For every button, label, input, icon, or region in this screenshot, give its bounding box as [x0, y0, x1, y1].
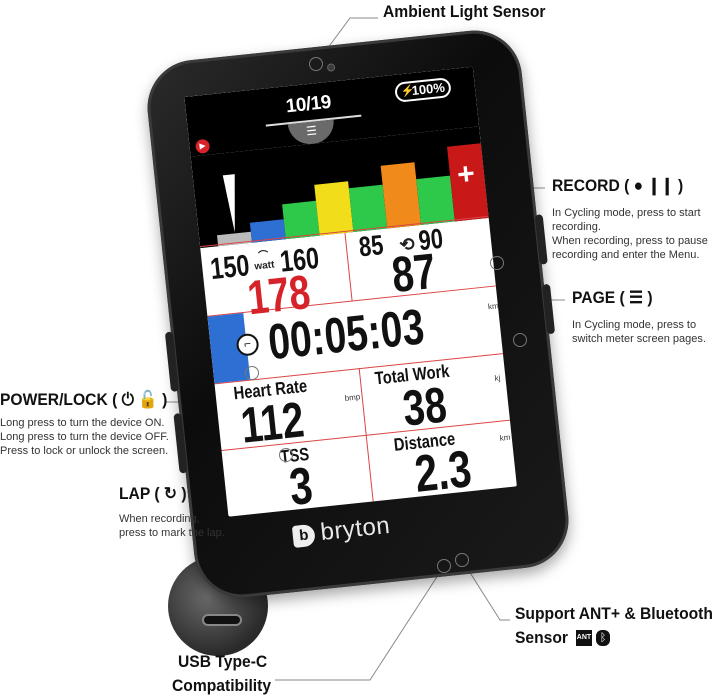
lap-desc-line: press to mark the lap. — [119, 527, 225, 539]
power-zone-bar — [348, 184, 388, 233]
total-work-value: 38 — [400, 376, 450, 437]
timer-unit: km — [487, 301, 500, 312]
brand-name: bryton — [319, 511, 392, 547]
record-desc-line: In Cycling mode, press to start — [552, 207, 701, 219]
page-callout-marker — [513, 333, 527, 347]
heart-rate-unit: bmp — [344, 392, 361, 403]
ant-bluetooth-title-line1: Support ANT+ & Bluetooth — [515, 604, 713, 623]
page-indicator: 10/19 — [284, 91, 332, 118]
distance-unit: km — [499, 432, 511, 443]
power-lock-title: POWER/LOCK ( ⏻ 🔓 ) — [0, 390, 168, 409]
ambient-light-sensor — [326, 63, 336, 72]
power-lock-description: Long press to turn the device ON. Long p… — [0, 416, 169, 458]
record-description: In Cycling mode, press to start recordin… — [552, 206, 708, 262]
charging-bolt-icon: ⚡ — [400, 84, 416, 99]
record-title: RECORD ( ● ❙❙ ) — [552, 176, 684, 195]
battery-percent: 100% — [410, 79, 446, 99]
power-zone-bar — [416, 175, 455, 225]
ant-callout-marker — [455, 553, 469, 567]
cadence-current: 87 — [389, 242, 439, 304]
bryton-logo-icon: b — [291, 523, 316, 548]
device-screen: ▶ 10/19 ☰ ⚡ 100% + 150 ⌒watt 160 178 85 … — [184, 66, 517, 517]
cadence-min: 85 — [357, 229, 385, 263]
lap-callout-marker — [279, 448, 293, 462]
current-power-marker — [222, 174, 241, 234]
page-desc-line: switch meter screen pages. — [572, 333, 706, 345]
page-title: PAGE ( ☰ ) — [572, 288, 653, 307]
usb-title-line2: Compatibility — [172, 676, 272, 695]
record-desc-line: recording and enter the Menu. — [552, 249, 700, 261]
power-callout-marker — [245, 366, 259, 380]
power-zone-bar — [314, 181, 354, 236]
page-description: In Cycling mode, press to switch meter s… — [572, 318, 706, 346]
record-desc-line: recording. — [552, 221, 601, 233]
record-desc-line: When recording, press to pause — [552, 235, 708, 247]
tss-value: 3 — [286, 456, 316, 517]
usb-callout-marker — [437, 559, 451, 573]
grid-divider — [344, 232, 353, 301]
power-min: 150 — [208, 249, 252, 287]
power-zone-bar — [380, 162, 422, 229]
ambient-callout-marker — [309, 57, 323, 71]
record-callout-marker — [490, 256, 504, 270]
ambient-light-sensor-title: Ambient Light Sensor — [383, 2, 546, 21]
total-work-unit: kj — [494, 373, 501, 384]
lap-desc-line: When recording, — [119, 513, 200, 525]
usb-title-line1: USB Type-C — [178, 652, 268, 671]
power-desc-line: Long press to turn the device ON. — [0, 417, 165, 429]
page-desc-line: In Cycling mode, press to — [572, 319, 697, 331]
lap-title: LAP ( ↻ ) — [119, 484, 187, 503]
power-desc-line: Press to lock or unlock the screen. — [0, 445, 169, 457]
ant-bluetooth-title-line2: Sensor — [515, 628, 569, 647]
distance-value: 2.3 — [412, 440, 475, 504]
power-desc-line: Long press to turn the device OFF. — [0, 431, 169, 443]
usb-c-port — [202, 614, 242, 626]
ant-plus-icon: ANT — [576, 630, 592, 646]
plus-icon[interactable]: + — [455, 157, 477, 192]
bluetooth-icon: ᛒ — [596, 630, 610, 646]
lap-description: When recording, press to mark the lap. — [119, 512, 225, 540]
